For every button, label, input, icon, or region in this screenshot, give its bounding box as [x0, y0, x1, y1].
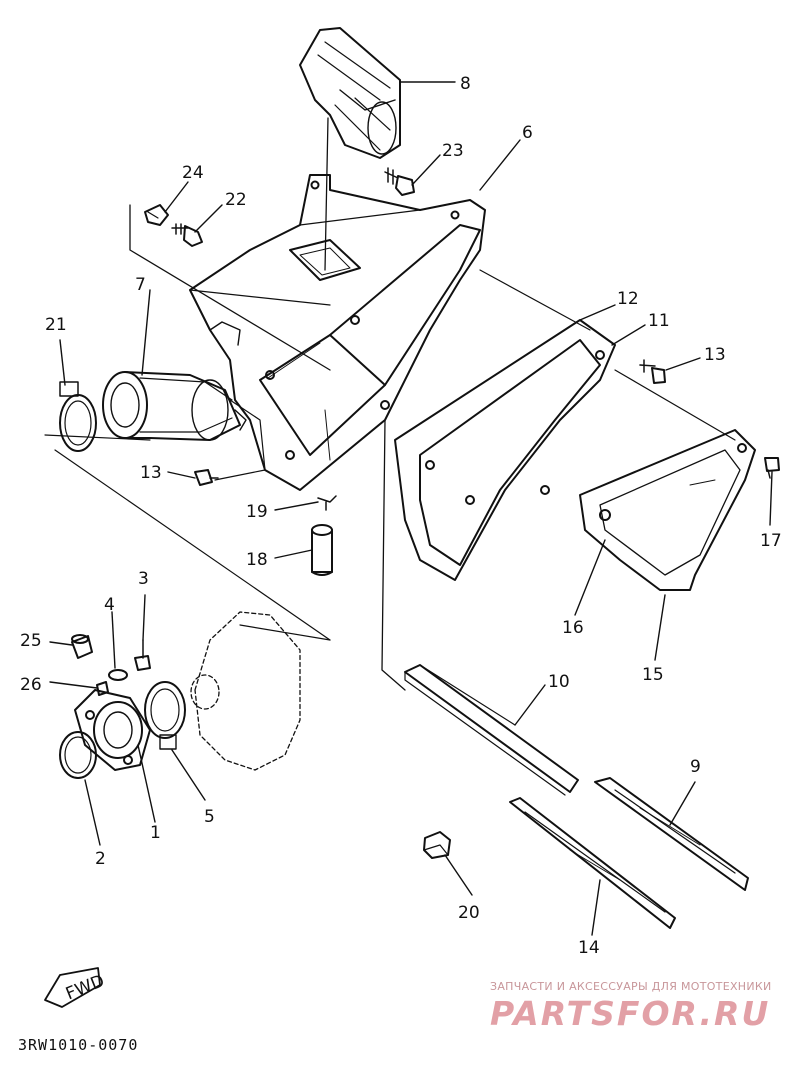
filter-element-14-part	[509, 797, 676, 929]
callout-5: 5	[204, 807, 215, 827]
filter-element-9-part	[594, 777, 749, 891]
callout-2: 2	[95, 849, 106, 869]
callout-17: 17	[760, 531, 782, 551]
callout-24: 24	[182, 163, 204, 183]
air-joint-part	[102, 371, 241, 441]
bolt-24-part	[144, 204, 169, 226]
callout-23: 23	[442, 141, 464, 161]
callout-20: 20	[458, 903, 480, 923]
bolt-17-part	[764, 457, 780, 479]
side-cover-part	[579, 429, 756, 591]
callout-9: 9	[690, 757, 701, 777]
callout-8: 8	[460, 74, 471, 94]
watermark-tagline: ЗАПЧАСТИ И АКСЕССУАРЫ ДЛЯ МОТОТЕХНИКИ	[490, 980, 772, 993]
callout-13-lower: 13	[140, 463, 162, 483]
callout-21: 21	[45, 315, 67, 335]
clamp-5-part	[144, 681, 186, 750]
drain-tube-18-part	[311, 524, 333, 576]
block-20-part	[423, 831, 451, 859]
callout-4: 4	[104, 595, 115, 615]
callout-18: 18	[246, 550, 268, 570]
bolt-13-upper-part	[639, 359, 666, 384]
bolt-23-part	[384, 167, 415, 196]
carb-joint-1-part	[74, 689, 151, 771]
callout-6: 6	[522, 123, 533, 143]
callout-13-upper: 13	[704, 345, 726, 365]
engine-outline	[190, 611, 301, 771]
clamp-21-part	[59, 381, 97, 452]
callout-7: 7	[135, 275, 146, 295]
washer-4-part	[108, 669, 128, 681]
screw-3-part	[134, 639, 151, 671]
bolt-13-lower-part	[194, 469, 219, 486]
air-duct-part	[299, 27, 401, 159]
callout-1: 1	[150, 823, 161, 843]
gasket-12-part	[394, 319, 616, 581]
callout-16: 16	[562, 618, 584, 638]
callout-3: 3	[138, 569, 149, 589]
callout-11: 11	[648, 311, 670, 331]
callout-15: 15	[642, 665, 664, 685]
clip-19-part	[317, 495, 337, 511]
fwd-label: FWD	[63, 971, 107, 1004]
callout-26: 26	[20, 675, 42, 695]
o-ring-2-part	[59, 731, 97, 779]
air-box-part	[189, 174, 486, 491]
air-filter-element-10-part	[404, 664, 579, 796]
forward-arrow-icon	[44, 967, 101, 1008]
watermark-logo[interactable]: PARTSFOR.RU	[490, 994, 771, 1033]
cap-25-part	[71, 634, 93, 659]
bolt-22-part	[171, 223, 203, 247]
callout-12: 12	[617, 289, 639, 309]
callout-labels: 8 6 23 24 22 7 21 13 19 18 12 11 13 17 1…	[20, 74, 782, 958]
nut-26-part	[96, 681, 109, 696]
callout-14: 14	[578, 938, 600, 958]
callout-19: 19	[246, 502, 268, 522]
leader-lines	[49, 81, 773, 936]
callout-10: 10	[548, 672, 570, 692]
callout-22: 22	[225, 190, 247, 210]
callout-25: 25	[20, 631, 42, 651]
diagram-code: 3RW1010-0070	[18, 1036, 139, 1054]
